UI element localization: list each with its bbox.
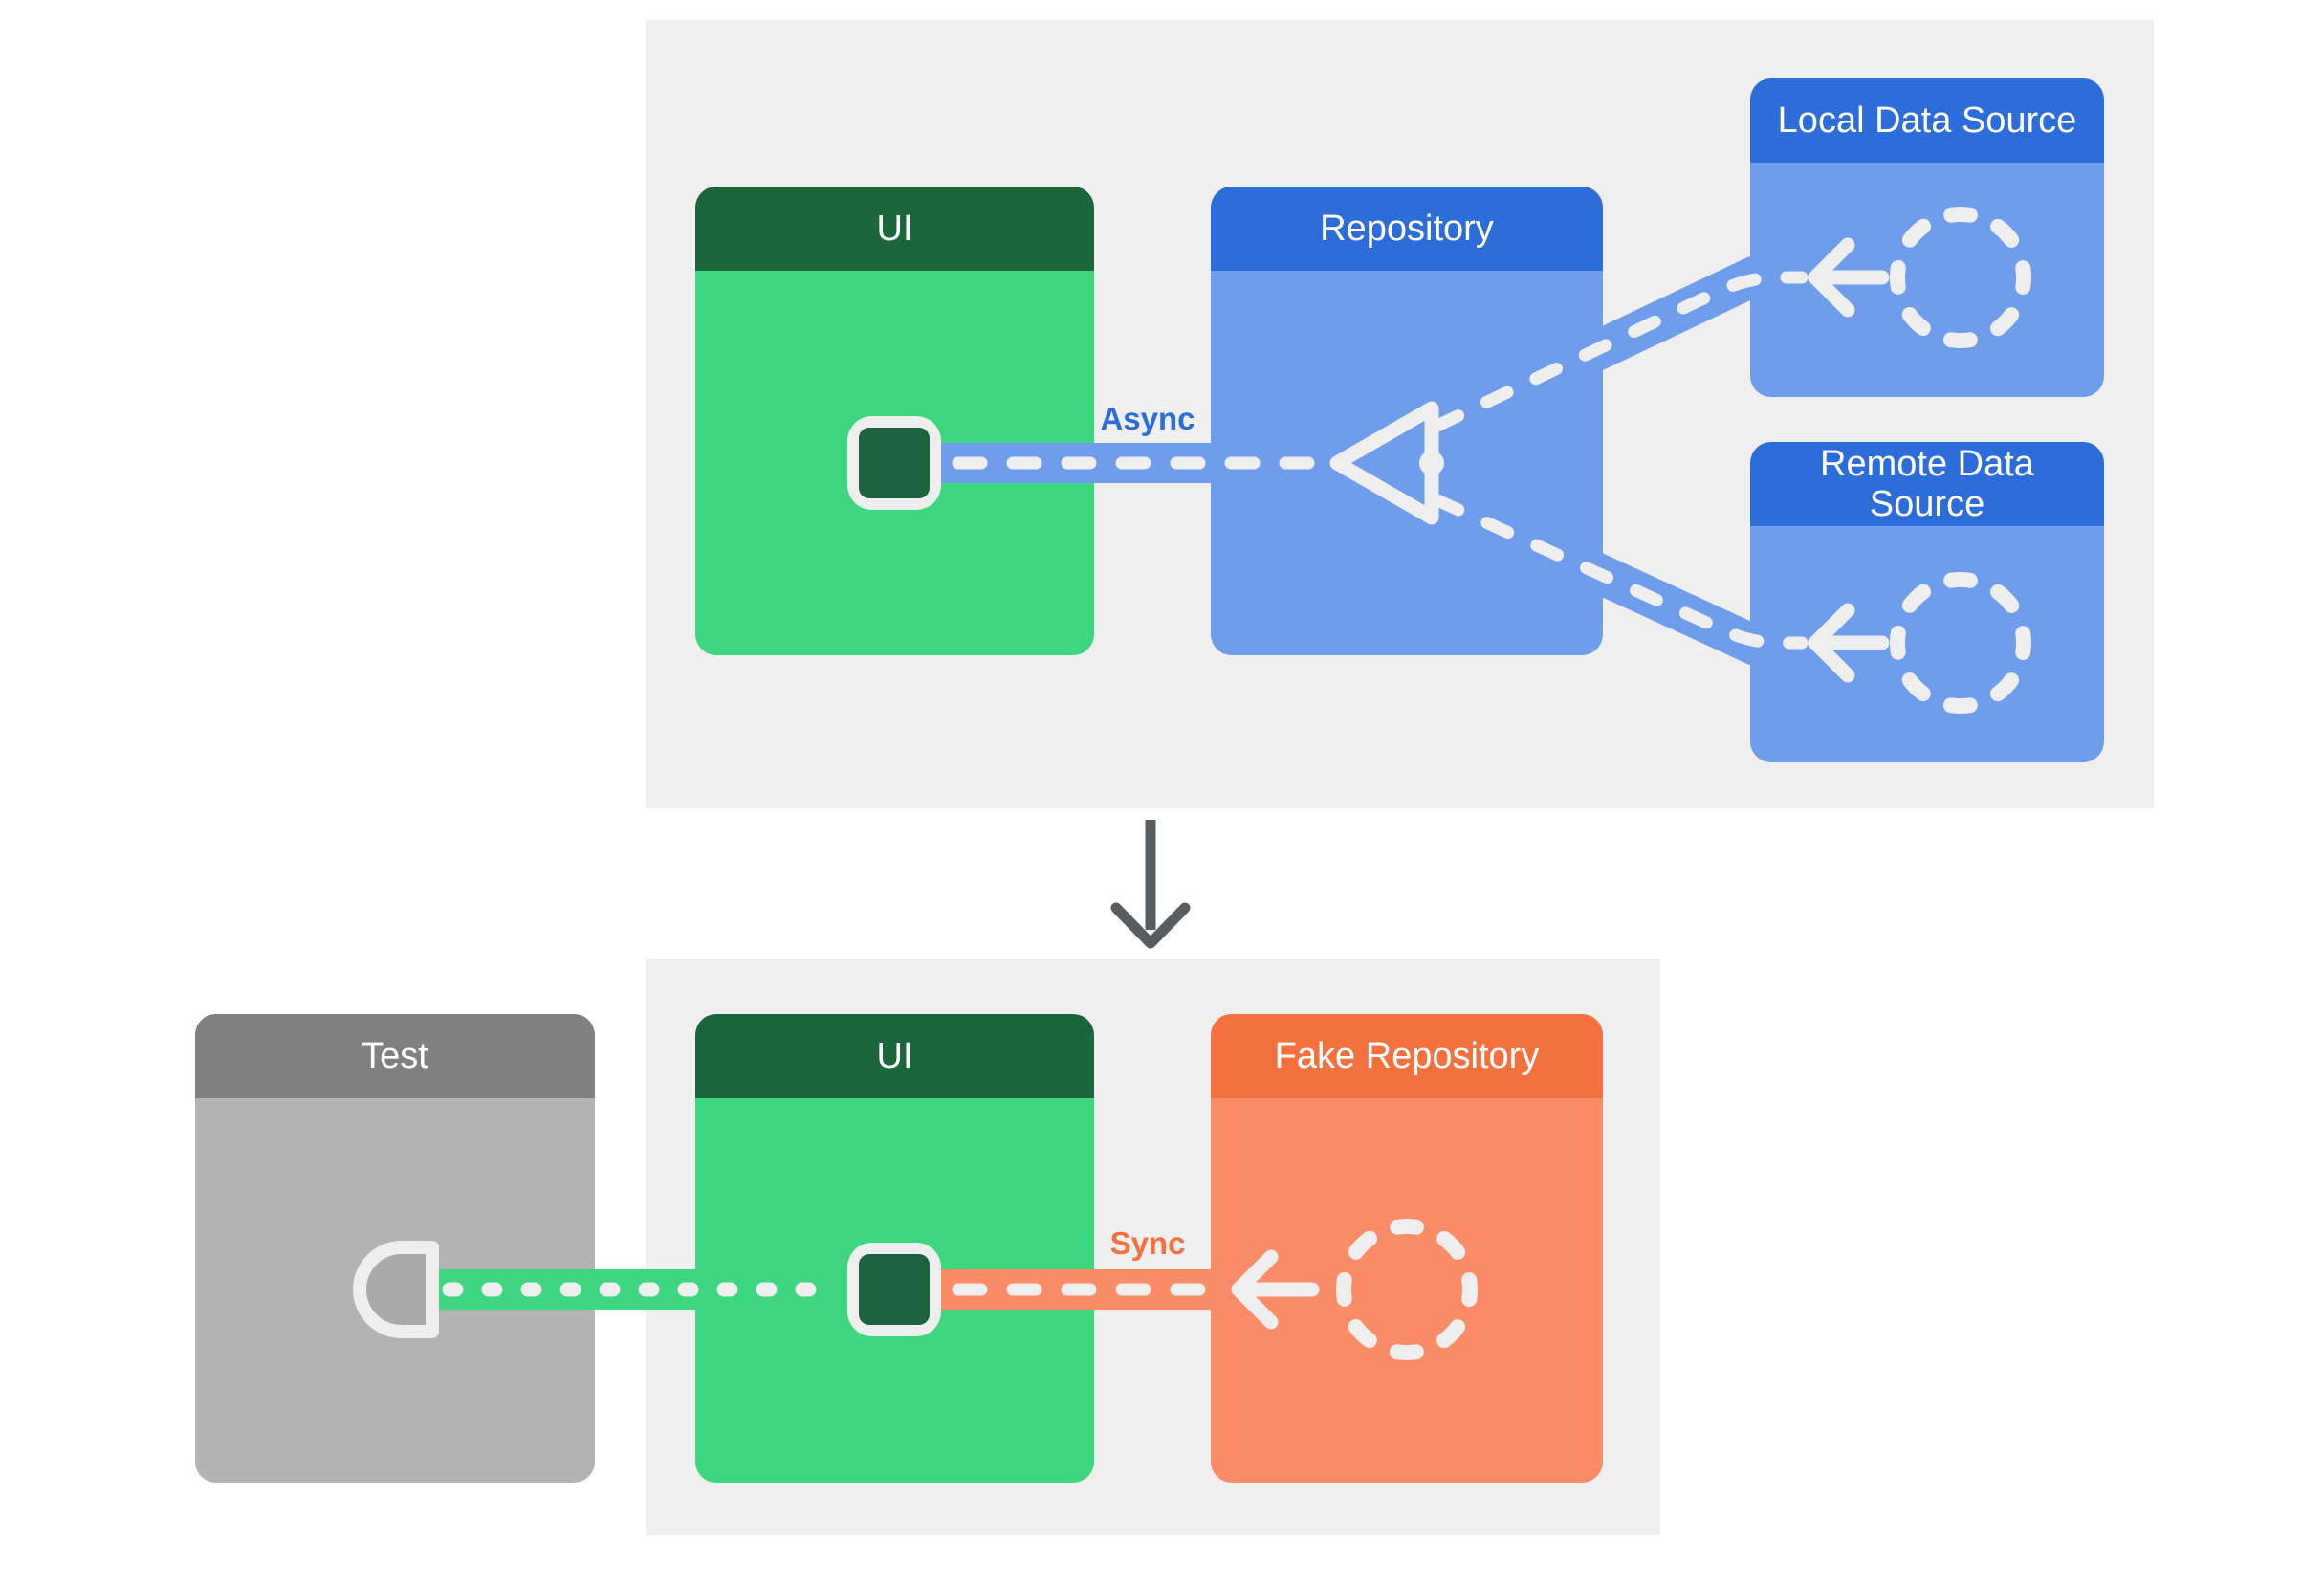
test-box-header: Test: [195, 1014, 595, 1098]
test-box: Test: [195, 1014, 595, 1483]
transition-down-arrow-icon: [1110, 820, 1191, 949]
async-connection-label: Async: [1100, 401, 1195, 436]
local-data-source-box: Local Data Source: [1750, 78, 2104, 397]
repository-box: Repository: [1211, 187, 1603, 655]
remote-data-source-box: Remote Data Source: [1750, 442, 2104, 762]
repository-box-title: Repository: [1320, 209, 1494, 249]
ui-box-top-header: UI: [695, 187, 1094, 271]
ui-box-top: UI: [695, 187, 1094, 655]
fake-repository-box: Fake Repository: [1211, 1014, 1603, 1483]
sync-connection-label: Sync: [1109, 1225, 1186, 1261]
ui-box-bottom-body: [695, 1098, 1094, 1483]
remote-data-source-body: [1750, 526, 2104, 762]
fake-repository-header: Fake Repository: [1211, 1014, 1603, 1098]
fake-repository-body: [1211, 1098, 1603, 1483]
remote-data-source-title: Remote Data Source: [1820, 444, 2034, 524]
ui-box-bottom: UI: [695, 1014, 1094, 1483]
test-box-title: Test: [362, 1036, 428, 1076]
repository-box-header: Repository: [1211, 187, 1603, 271]
ui-box-bottom-title: UI: [876, 1036, 913, 1076]
test-box-body: [195, 1098, 595, 1483]
local-data-source-body: [1750, 163, 2104, 397]
repository-box-body: [1211, 271, 1603, 655]
local-data-source-header: Local Data Source: [1750, 78, 2104, 163]
remote-data-source-header: Remote Data Source: [1750, 442, 2104, 526]
ui-box-top-title: UI: [876, 209, 913, 249]
local-data-source-title: Local Data Source: [1777, 100, 2077, 141]
fake-repository-title: Fake Repository: [1274, 1036, 1540, 1076]
ui-box-bottom-header: UI: [695, 1014, 1094, 1098]
ui-box-top-body: [695, 271, 1094, 655]
